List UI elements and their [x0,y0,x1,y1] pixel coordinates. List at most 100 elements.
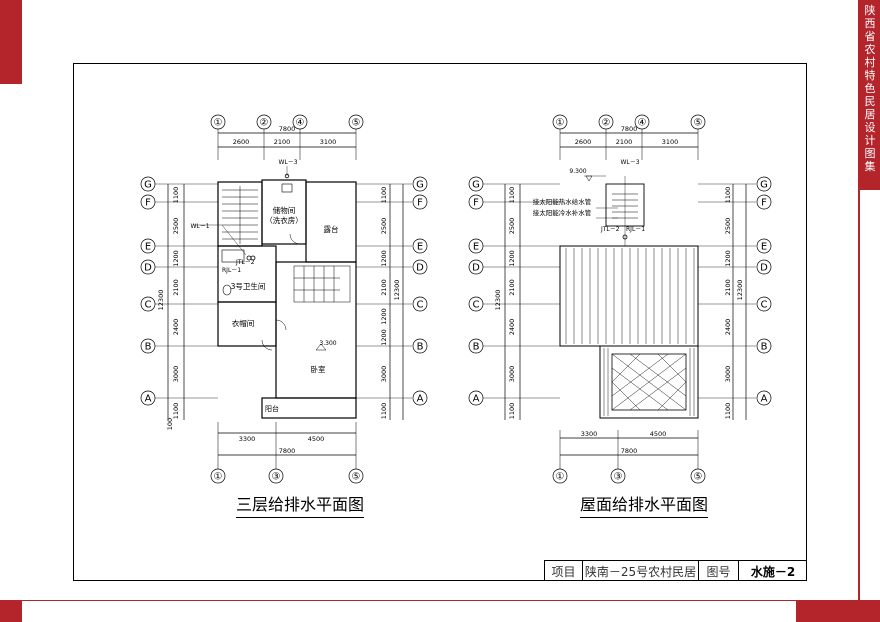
axis-right-label: F [417,198,423,209]
axis-bottom-label: ⑤ [694,472,703,483]
axis-top-label: ④ [296,118,305,129]
axis-bubble [412,296,428,312]
tag-wl3-roof: WL－3 [620,159,639,166]
axis-bottom-label: ① [214,472,223,483]
dim-top: 2100 [274,138,291,146]
axis-bubble [412,238,428,254]
tag-wl1: WL－1 [190,223,209,230]
axis-bubble [634,114,650,130]
axis-right-label: B [417,342,424,353]
dim-bottom: 3300 [581,430,598,438]
axis-bubble [468,390,484,406]
axis-right-label: C [761,300,768,311]
axis-bubble [756,238,772,254]
dim-bottom: 4500 [650,430,667,438]
axis-bubble [140,390,156,406]
axis-right-label: D [416,263,424,274]
axis-bubble [412,259,428,275]
dim-left: 2100 [508,279,516,296]
axis-left-label: E [145,242,151,253]
axis-bottom-label: ⑤ [352,472,361,483]
axis-bubble [756,176,772,192]
drawing-frame [73,63,807,581]
axis-bottom-label: ① [556,472,565,483]
axis-bubble [610,468,626,484]
dim-bottom: 4500 [308,435,325,443]
dim-left: 1100 [508,187,516,204]
axis-top-label: ① [556,118,565,129]
room-laundry: （洗衣房） [265,215,303,225]
axis-right-label: F [761,198,767,209]
tag-rjl1: RJL－1 [222,267,241,274]
axis-left-label: F [145,198,151,209]
sidebar-tab-label: 陕西省农村特色民居设计图集 [864,4,876,173]
dim-top: 3100 [320,138,337,146]
axis-bubble [756,296,772,312]
dim-right: 2100 [724,279,732,296]
dim-left: 1200 [508,250,516,267]
axis-bubble [468,259,484,275]
axis-top-label: ② [260,118,269,129]
title-block-project: 陕南－25号农村民居 [583,561,699,581]
dim-total-left: 12300 [494,290,502,311]
axis-bubble [268,468,284,484]
dim-left: 1100 [172,187,180,204]
plan-title-third-floor: 三层给排水平面图 [236,491,365,518]
axis-bubble [412,194,428,210]
axis-left-label: B [473,342,480,353]
note-hot-water-pipe: 接太阳能热水给水管 [533,197,592,206]
axis-bubble [690,114,706,130]
axis-bottom-label: ③ [614,472,623,483]
dim-total-bottom: 7800 [279,447,296,455]
axis-bubble [210,468,226,484]
room-walk-in-closet: 衣帽间 [232,318,255,328]
axis-right-label: E [417,242,423,253]
dim-total-right: 12300 [736,280,744,301]
axis-top-label: ② [602,118,611,129]
room-balcony: 阳台 [265,404,279,413]
axis-left-label: C [473,300,480,311]
tag-elev-3300: 3.300 [319,340,336,347]
axis-bubble [598,114,614,130]
axis-bubble [468,176,484,192]
corner-band-top-left [0,0,22,84]
axis-bubble [552,468,568,484]
axis-bubble [412,338,428,354]
axis-top-label: ⑤ [694,118,703,129]
dim-left: 2500 [508,218,516,235]
sidebar-tab: 陕西省农村特色民居设计图集 [860,0,880,190]
axis-left-label: G [144,180,152,191]
axis-right-label: G [416,180,424,191]
room-storage: 储物间 [273,205,296,215]
axis-bubble [348,468,364,484]
dim-right: 1200 [380,250,388,267]
room-terrace: 露台 [324,224,339,234]
corner-band-bottom-right [796,600,880,622]
axis-bubble [468,338,484,354]
dim-right: 3000 [380,366,388,383]
axis-bubble [210,114,226,130]
side-rail [858,0,860,600]
note-cold-water-pipe: 接太阳能冷水补水管 [533,208,592,217]
title-block: 项目 陕南－25号农村民居 图号 水施－2 [544,560,807,581]
dim-right: 1100 [380,403,388,420]
dim-top: 2600 [233,138,250,146]
axis-bubble [756,194,772,210]
dim-total-bottom: 7800 [621,447,638,455]
axis-right-label: C [417,300,424,311]
room-bedroom: 卧室 [311,364,326,374]
axis-bubble [468,194,484,210]
dim-left: 2400 [508,319,516,336]
axis-bottom-label: ③ [272,472,281,483]
axis-bubble [756,390,772,406]
dim-right: 1200 [380,308,388,325]
dim-top: 2600 [575,138,592,146]
axis-left-label: A [145,394,152,405]
plan-title-roof: 屋面给排水平面图 [580,491,709,518]
dim-total-top: 7800 [279,125,296,133]
axis-right-label: B [761,342,768,353]
dim-left: 100 [166,418,174,430]
axis-left-label: G [472,180,480,191]
axis-right-label: G [760,180,768,191]
dim-right: 1200 [380,329,388,346]
